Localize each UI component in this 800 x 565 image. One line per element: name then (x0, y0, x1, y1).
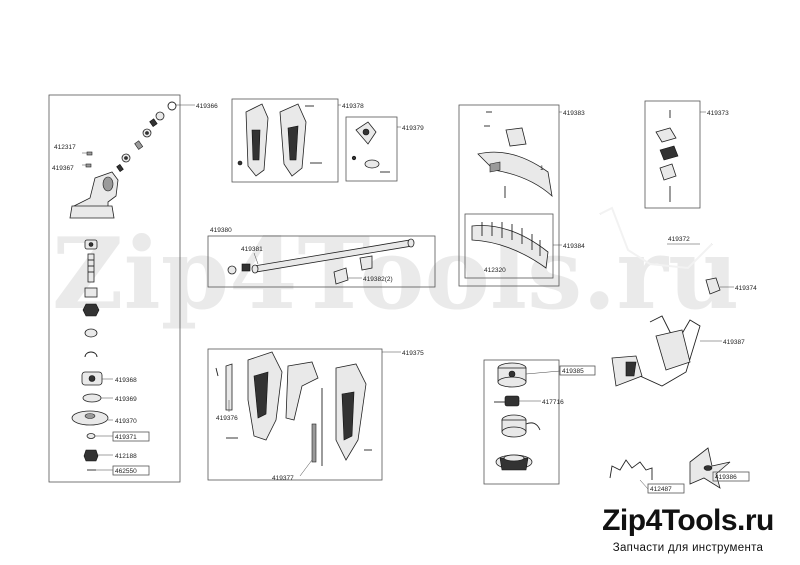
label-419383: 419383 (563, 110, 585, 117)
handle-housing-box (231, 98, 339, 183)
screws-box (644, 100, 701, 209)
label-412487: 412487 (650, 486, 672, 493)
watermark-text: Zip4Tools.ru (52, 217, 739, 332)
label-412317: 412317 (54, 144, 76, 151)
brand-name: Zip4Tools.ru (602, 504, 774, 537)
label-412320: 412320 (484, 267, 506, 274)
guard-parts (464, 111, 554, 279)
screws-parts (655, 110, 679, 202)
label-462550: 462550 (115, 468, 137, 475)
clamp-box (345, 116, 398, 182)
handle-housing-parts (237, 103, 322, 177)
label-419385: 419385 (562, 368, 584, 375)
label-417716: 417716 (542, 399, 564, 406)
label-419375: 419375 (402, 350, 424, 357)
label-419372: 419372 (668, 236, 690, 243)
label-419381: 419381 (241, 246, 263, 253)
brand-tagline: Запчасти для инструмента (612, 542, 764, 554)
label-419380: 419380 (210, 227, 232, 234)
label-419374: 419374 (735, 285, 757, 292)
label-419384: 419384 (563, 243, 585, 250)
trimmer-head-parts (494, 362, 541, 471)
harness-parts (611, 315, 701, 387)
label-419369: 419369 (115, 396, 137, 403)
drive-shaft-box (207, 235, 436, 288)
clamp-parts (351, 121, 390, 173)
motor-housing-box (207, 348, 383, 481)
label-419377: 419377 (272, 475, 294, 482)
label-412188: 412188 (115, 453, 137, 460)
handlebar-parts (599, 206, 721, 295)
guard-box (458, 104, 560, 287)
label-box-462550 (112, 465, 150, 476)
label-419382: 419382(2) (363, 276, 393, 283)
label-419376: 419376 (216, 415, 238, 422)
label-419366: 419366 (196, 103, 218, 110)
gearhead-group-box (48, 94, 181, 483)
label-419371: 419371 (115, 434, 137, 441)
label-419373: 419373 (707, 110, 729, 117)
drive-shaft-parts (227, 238, 415, 285)
label-num-1: 1 (540, 165, 544, 172)
brand-logo: Zip4Tools.ru Запчасти для инструмента (598, 504, 778, 554)
label-419368: 419368 (115, 377, 137, 384)
label-419387: 419387 (723, 339, 745, 346)
blade-parts (609, 447, 731, 489)
label-box-419371 (112, 431, 150, 442)
trimmer-head-box (483, 359, 560, 485)
label-box-419385 (559, 365, 596, 376)
label-419370: 419370 (115, 418, 137, 425)
motor-housing-parts (215, 351, 372, 466)
label-box-419386 (712, 471, 750, 482)
label-419378: 419378 (342, 103, 364, 110)
label-419367: 419367 (52, 165, 74, 172)
gearhead-parts (69, 101, 177, 471)
label-419386: 419386 (715, 474, 737, 481)
label-box-412487 (647, 483, 685, 494)
label-419379: 419379 (402, 125, 424, 132)
